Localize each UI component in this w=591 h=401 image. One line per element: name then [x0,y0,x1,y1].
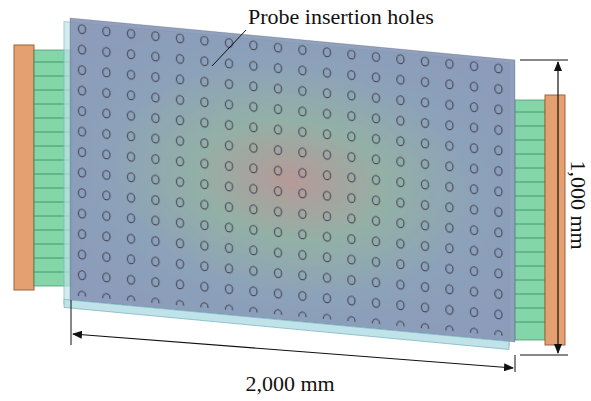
dimension-label: 1,000 mm [567,160,589,249]
dimension-label: 2,000 mm [245,373,334,395]
callout-label: Probe insertion holes [248,6,434,28]
